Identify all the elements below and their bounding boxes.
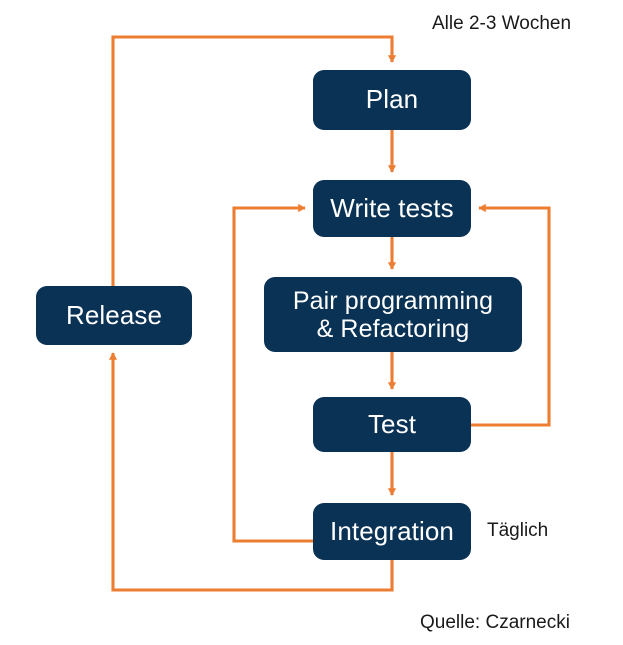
node-plan[interactable]: Plan: [313, 70, 471, 130]
source-label: Quelle: Czarnecki: [420, 612, 570, 633]
node-write-tests[interactable]: Write tests: [313, 180, 471, 237]
edge-integration-to-write-tests: [232, 203, 313, 543]
daily-label: Täglich: [487, 520, 549, 541]
node-release[interactable]: Release: [36, 286, 192, 345]
node-test[interactable]: Test: [313, 397, 471, 452]
node-integration[interactable]: Integration: [313, 503, 471, 560]
node-pair-programming-refactoring[interactable]: Pair programming & Refactoring: [264, 277, 522, 352]
cadence-label: Alle 2-3 Wochen: [432, 13, 572, 34]
